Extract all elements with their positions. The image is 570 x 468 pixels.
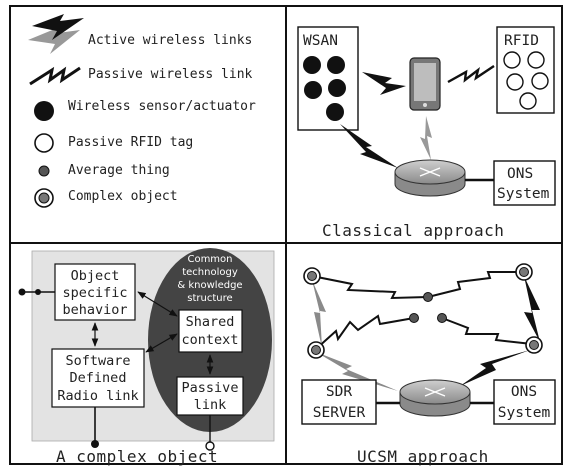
sdr-link-line1: Software — [65, 353, 130, 369]
active-link-phone-router — [420, 116, 432, 160]
legend-average-thing-label: Average thing — [68, 163, 170, 178]
wsan-sensor — [304, 81, 322, 99]
router-icon — [394, 159, 466, 197]
passive-link-box — [176, 376, 244, 416]
legend: Active wireless links Passive wireless l… — [28, 14, 256, 208]
passive-link-phone-rfid — [447, 65, 495, 84]
passive-link-ucsm — [311, 275, 429, 300]
behavior-boundary-node — [35, 289, 41, 295]
shared-context-box — [178, 309, 243, 353]
object-behavior-line2: specific — [62, 285, 127, 301]
ons-label-line1: ONS — [507, 166, 533, 182]
sdr-link-line2: Defined — [70, 370, 127, 386]
legend-passive-link-label: Passive wireless link — [88, 67, 253, 82]
sensor-legend-icon — [34, 101, 54, 121]
classical-approach-panel: WSAN RFID — [297, 26, 556, 240]
ucsm-ons-line1: ONS — [511, 384, 537, 400]
complex-object-node — [303, 267, 321, 285]
complex-object-legend-icon — [34, 188, 54, 208]
complex-object-node — [525, 336, 543, 354]
active-link-ucsm-black — [460, 350, 530, 386]
passive-link-icon — [29, 66, 81, 86]
rfid-tag — [503, 51, 521, 69]
average-thing-node — [437, 313, 447, 323]
passive-link-line2: link — [194, 397, 227, 413]
sdr-external-node — [91, 440, 99, 448]
legend-complex-object-label: Complex object — [68, 189, 178, 204]
active-link-wsan-router — [340, 124, 398, 168]
passive-external-tag — [205, 441, 215, 451]
wsan-sensor — [326, 103, 344, 121]
legend-sensor-label: Wireless sensor/actuator — [68, 99, 256, 114]
average-thing-node — [409, 313, 419, 323]
classical-caption: Classical approach — [322, 221, 504, 240]
rfid-tag-legend-icon — [34, 133, 54, 153]
tech-structure-line3: & knowledge — [177, 280, 242, 291]
arrow-behavior-context — [137, 291, 178, 317]
passive-link-ucsm — [315, 314, 415, 350]
average-thing-node — [423, 292, 433, 302]
object-behavior-box — [54, 263, 136, 321]
active-link-wsan-phone — [362, 72, 406, 95]
tech-structure-line2: technology — [182, 267, 238, 278]
shared-context-line1: Shared — [186, 314, 235, 330]
rfid-tag — [519, 92, 537, 110]
legend-active-link-label: Active wireless links — [88, 33, 252, 48]
shared-context-line2: context — [182, 332, 239, 348]
wsan-sensor — [328, 79, 346, 97]
passive-link-ucsm — [441, 317, 533, 345]
active-link-ucsm-grey — [312, 280, 326, 348]
sdr-server-line1: SDR — [326, 384, 352, 400]
tech-structure-line4: structure — [187, 293, 232, 304]
ons-label-line2: System — [497, 186, 550, 202]
complex-object-node — [515, 263, 533, 281]
complex-object-node — [307, 341, 325, 359]
sdr-server-line2: SERVER — [313, 405, 366, 421]
complex-object-caption: A complex object — [56, 447, 218, 466]
rfid-tag — [531, 72, 549, 90]
passive-link-ucsm — [427, 271, 522, 298]
rfid-tag — [527, 51, 545, 69]
router-icon — [399, 379, 471, 417]
rfid-label: RFID — [504, 33, 539, 49]
arrow-sdr-context — [145, 333, 178, 353]
object-behavior-line3: behavior — [62, 302, 127, 318]
rfid-tag — [506, 73, 524, 91]
smartphone-icon — [409, 57, 441, 111]
sdr-link-line3: Radio link — [57, 388, 138, 404]
figure-frame — [9, 5, 563, 465]
legend-rfid-label: Passive RFID tag — [68, 135, 193, 150]
sdr-link-box — [51, 348, 145, 408]
tech-structure-line1: Common — [187, 254, 232, 265]
ucsm-approach-panel: SDR SERVER ONS System UCSM approach — [301, 263, 556, 466]
passive-link-line1: Passive — [182, 380, 239, 396]
complex-object-panel: Common technology & knowledge structure … — [18, 248, 275, 466]
active-link-ucsm-black — [524, 276, 540, 342]
ucsm-caption: UCSM approach — [357, 447, 489, 466]
active-link-ucsm-grey — [316, 352, 398, 391]
ucsm-ons-system-box — [493, 379, 556, 425]
wsan-label: WSAN — [303, 33, 338, 49]
active-link-icon — [28, 14, 84, 54]
behavior-external-node — [18, 288, 26, 296]
wsan-sensor — [303, 56, 321, 74]
average-thing-legend-icon — [38, 165, 50, 177]
object-behavior-line1: Object — [71, 268, 120, 284]
wsan-sensor — [327, 56, 345, 74]
ons-system-box — [493, 160, 556, 206]
sdr-server-box — [301, 379, 377, 425]
ucsm-ons-line2: System — [498, 405, 551, 421]
